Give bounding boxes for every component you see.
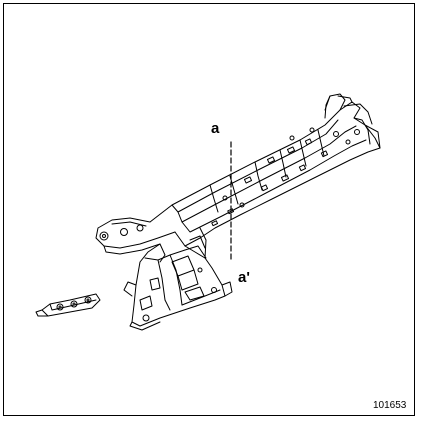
section-label-a-prime: a' bbox=[238, 269, 250, 286]
section-label-a: a bbox=[211, 120, 220, 137]
figure-id: 101653 bbox=[373, 400, 407, 411]
figure-frame bbox=[3, 3, 415, 416]
front-mount-bracket bbox=[95, 217, 176, 263]
lower-cradle bbox=[123, 227, 233, 331]
rail-body bbox=[149, 93, 381, 247]
reinforcement-plate bbox=[35, 293, 101, 317]
rail-holes bbox=[211, 127, 360, 227]
